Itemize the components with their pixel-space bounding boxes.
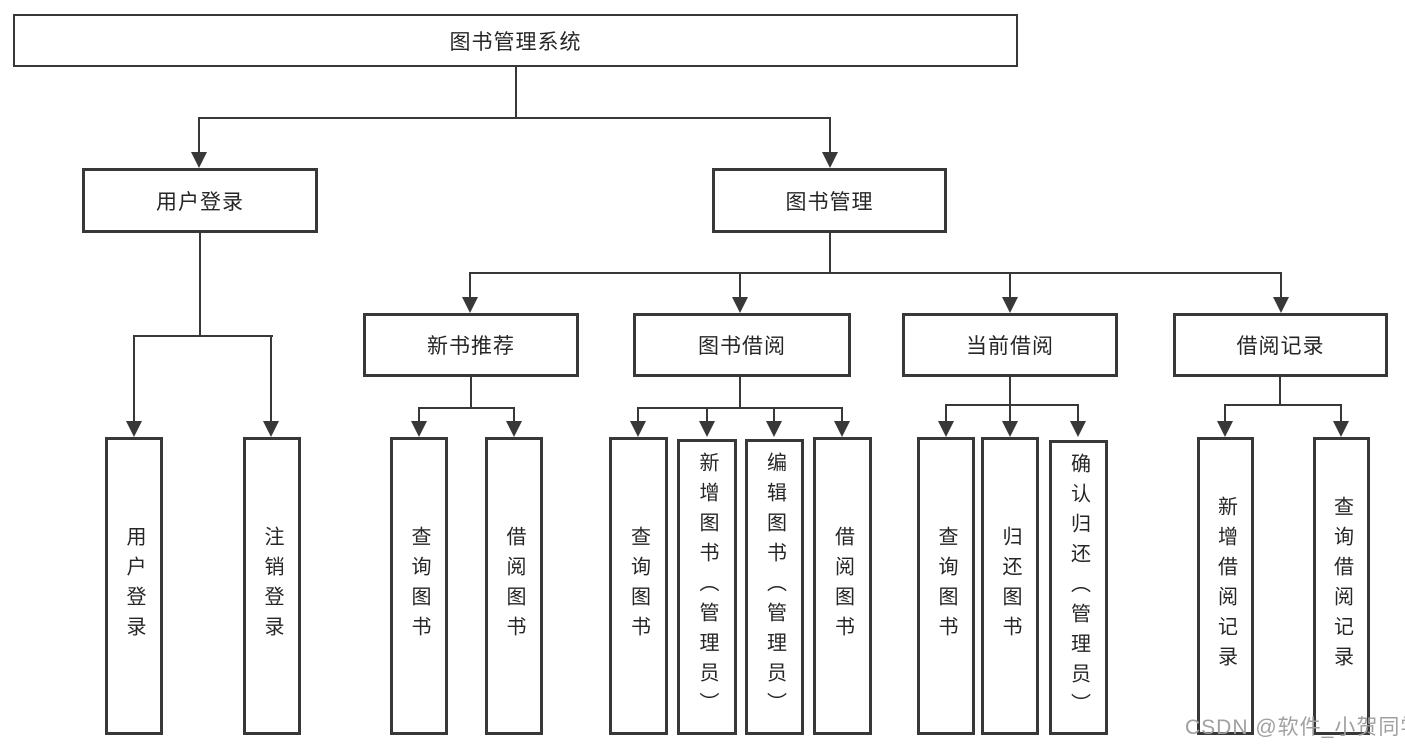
arrowhead-leaf — [766, 421, 782, 437]
leaf-label: 查询图书 — [408, 526, 430, 646]
connector-leaf — [418, 407, 420, 423]
connector-book-borrow-stem — [739, 377, 741, 409]
node-label: 图书管理 — [785, 190, 874, 214]
node-label: 借阅记录 — [1236, 335, 1325, 358]
arrowhead-book-borrow — [732, 297, 748, 313]
leaf-borrow-books-newbook: 借阅图书 — [485, 437, 543, 735]
node-book-management: 图书管理 — [712, 168, 947, 233]
leaf-query-books-current: 查询图书 — [917, 437, 975, 735]
leaf-label: 确认归还（管理员） — [1067, 452, 1090, 723]
node-book-borrow: 图书借阅 — [633, 313, 851, 377]
connector-new-book-stem — [470, 377, 472, 409]
connector-leaf — [1340, 404, 1342, 423]
node-label: 当前借阅 — [966, 335, 1054, 358]
arrowhead-leaf — [630, 421, 646, 437]
leaf-query-books-newbook: 查询图书 — [390, 437, 448, 735]
connector-leaf — [945, 404, 947, 423]
leaf-label: 归还图书 — [999, 526, 1021, 646]
connector-current-borrow-rail — [945, 404, 1079, 406]
node-label: 图书管理系统 — [449, 30, 582, 54]
arrowhead-leaf-logout — [263, 421, 279, 437]
connector-level1-rail — [198, 117, 831, 119]
leaf-label: 新增借阅记录 — [1214, 496, 1237, 676]
arrowhead-leaf — [834, 421, 850, 437]
leaf-user-login: 用户登录 — [105, 437, 163, 735]
node-new-book-recommend: 新书推荐 — [363, 313, 579, 377]
connector-level2-rail — [469, 272, 1282, 274]
arrowhead-book-management — [822, 152, 838, 168]
leaf-edit-books-admin: 编辑图书（管理员） — [745, 439, 804, 735]
leaf-query-books-borrow: 查询图书 — [609, 437, 668, 735]
leaf-add-books-admin: 新增图书（管理员） — [677, 439, 737, 735]
connector-to-leaf-user-login — [133, 335, 135, 423]
leaf-add-borrow-record: 新增借阅记录 — [1197, 437, 1254, 735]
connector-new-book-rail — [418, 407, 515, 409]
leaf-logout: 注销登录 — [243, 437, 301, 735]
arrowhead-leaf — [411, 421, 427, 437]
connector-user-login-stem — [199, 233, 201, 337]
connector-user-login-rail — [133, 335, 273, 337]
connector-book-borrow-rail — [637, 407, 843, 409]
node-user-login: 用户登录 — [82, 168, 318, 233]
arrowhead-leaf-user-login — [126, 421, 142, 437]
connector-leaf — [1009, 404, 1011, 423]
leaf-label: 查询图书 — [935, 526, 957, 646]
connector-to-user-login — [198, 117, 200, 155]
arrowhead-leaf — [1070, 421, 1086, 437]
leaf-query-borrow-record: 查询借阅记录 — [1313, 437, 1370, 735]
leaf-label: 编辑图书（管理员） — [763, 452, 786, 722]
node-label: 新书推荐 — [427, 335, 515, 358]
connector-to-new-book — [469, 272, 471, 299]
connector-to-book-management — [829, 117, 831, 155]
connector-leaf — [1077, 404, 1079, 423]
connector-current-borrow-stem — [1009, 377, 1011, 406]
connector-leaf — [706, 407, 708, 423]
connector-to-book-borrow — [739, 272, 741, 299]
arrowhead-new-book — [462, 297, 478, 313]
connector-leaf — [637, 407, 639, 423]
connector-borrow-records-stem — [1279, 377, 1281, 406]
node-current-borrow: 当前借阅 — [902, 313, 1118, 377]
arrowhead-leaf — [506, 421, 522, 437]
csdn-watermark: CSDN @软件_小贺同学 — [1185, 716, 1405, 739]
arrowhead-leaf — [699, 421, 715, 437]
connector-to-borrow-records — [1280, 272, 1282, 299]
leaf-label: 注销登录 — [261, 526, 283, 646]
arrowhead-user-login — [191, 152, 207, 168]
connector-leaf — [1224, 404, 1226, 423]
node-label: 图书借阅 — [698, 335, 786, 358]
leaf-label: 新增图书（管理员） — [696, 452, 718, 722]
connector-book-management-stem — [829, 233, 831, 274]
arrowhead-leaf — [1002, 421, 1018, 437]
leaf-return-books: 归还图书 — [981, 437, 1039, 735]
arrowhead-leaf — [1217, 421, 1233, 437]
connector-leaf — [773, 407, 775, 423]
connector-to-current-borrow — [1009, 272, 1011, 299]
arrowhead-leaf — [1333, 421, 1349, 437]
connector-to-leaf-logout — [270, 335, 272, 423]
connector-leaf — [513, 407, 515, 423]
arrowhead-leaf — [938, 421, 954, 437]
leaf-label: 借阅图书 — [503, 526, 525, 646]
arrowhead-current-borrow — [1002, 297, 1018, 313]
arrowhead-borrow-records — [1273, 297, 1289, 313]
leaf-label: 借阅图书 — [831, 526, 854, 646]
leaf-confirm-return-admin: 确认归还（管理员） — [1049, 440, 1108, 735]
leaf-label: 用户登录 — [123, 526, 145, 646]
connector-leaf — [841, 407, 843, 423]
connector-root-stem — [515, 66, 517, 118]
node-label: 用户登录 — [156, 190, 244, 214]
leaf-label: 查询借阅记录 — [1330, 496, 1353, 676]
leaf-borrow-books-borrow: 借阅图书 — [813, 437, 872, 735]
leaf-label: 查询图书 — [627, 526, 650, 646]
connector-borrow-records-rail — [1224, 404, 1342, 406]
node-borrow-records: 借阅记录 — [1173, 313, 1388, 377]
node-library-management-system: 图书管理系统 — [13, 14, 1018, 67]
